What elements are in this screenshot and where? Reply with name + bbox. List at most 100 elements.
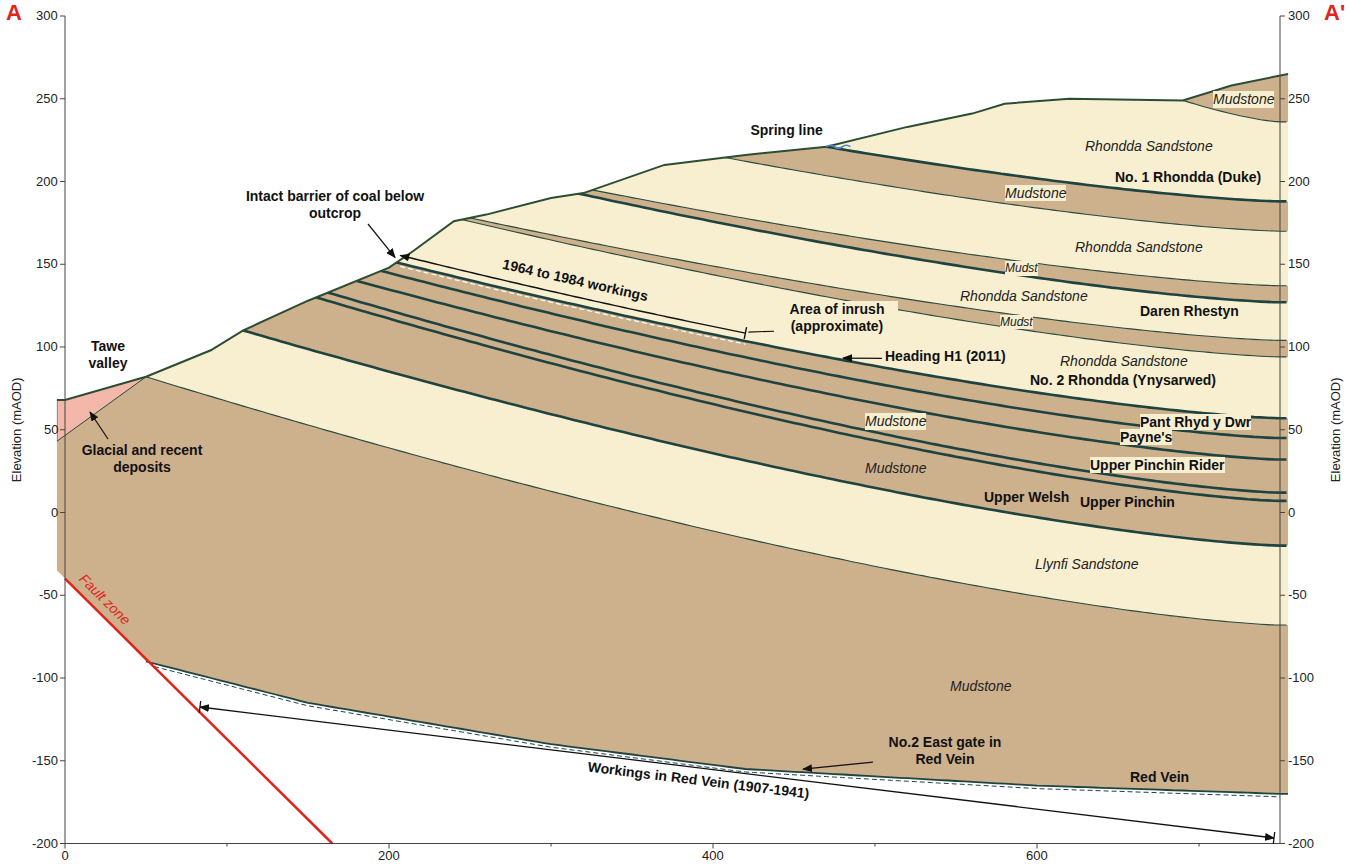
axis-tick-label: -100 [1288,670,1314,686]
seam-label: Upper Pinchin Rider [1090,457,1225,474]
mudstone-band [49,114,1288,357]
rock-label: Mudstone [1005,185,1066,202]
fault-line [65,579,332,844]
leader-line [843,357,882,359]
coal-seam [49,214,1287,501]
extent-arrow [400,255,745,333]
rock-label: Mudst [1005,261,1038,275]
axis-tick [1280,760,1285,761]
axis-tick-label: 200 [36,174,58,190]
axis-tick [60,264,65,265]
section-end-label: A [6,0,22,26]
axis-tick-label: 300 [36,8,58,24]
axis-tick [60,347,65,348]
axis-tick [1280,843,1285,844]
spring-symbol [826,145,850,148]
axis-tick-label: -200 [32,836,58,852]
seam-label: Upper Welsh [984,489,1069,506]
axis-tick-label: 200 [378,848,400,864]
rock-label: Rhondda Sandstone [1075,239,1203,256]
coal-seam [49,272,1287,546]
axis-tick-label: -150 [32,753,58,769]
axis-tick [60,678,65,679]
axis-tick-label: 150 [1288,256,1310,272]
rock-label: Rhondda Sandstone [960,288,1088,305]
axis-tick [1280,347,1285,348]
strata [49,0,1288,860]
fault-label: Fault zone [75,570,133,628]
axis-line [65,843,1280,844]
axis-tick [1280,595,1285,596]
rock-label: Mudstone [1213,91,1274,108]
axis-tick [1280,16,1285,17]
axis-tick [1280,512,1285,513]
callout-label: No.2 East gate in Red Vein [875,734,1015,768]
rock-label: Mudstone [950,678,1011,695]
axis-tick-label: 600 [1026,848,1048,864]
axis-tick [60,760,65,761]
rock-label: Rhondda Sandstone [1085,138,1213,155]
axis-tick [60,16,65,17]
bed-boundary [49,114,1287,357]
bed-boundary [49,0,1287,122]
mudstone-band [49,0,1288,231]
callout-label: Heading H1 (2011) [885,348,1006,365]
axis-tick-label: -50 [1288,587,1307,603]
axis-tick [1280,678,1285,679]
bed-boundary [49,347,1287,626]
axis-tick-label: 300 [1288,8,1310,24]
section-end-label: A' [1324,0,1345,26]
axis-tick-label: 0 [1288,505,1295,521]
axis-tick-label: 200 [1288,174,1310,190]
axis-tick [551,844,552,847]
axis-tick-label: 250 [36,91,58,107]
seam-label: Red Vein [1130,769,1189,786]
axis-tick [227,844,228,847]
leader-line [368,224,395,258]
coal-seam [49,170,1287,418]
axis-tick-label: 100 [1288,339,1310,355]
rock-label: Rhondda Sandstone [1060,353,1188,370]
rock-label: Mudst [1000,315,1033,329]
rock-label: Llynfi Sandstone [1035,556,1139,573]
axis-tick [1199,844,1200,847]
coal-seam [49,179,1287,439]
callout-label: Intact barrier of coal below outcrop [235,188,435,222]
coal-seam [49,192,1287,459]
axis-tick [1280,98,1285,99]
extent-bar [744,327,746,339]
callout-label: Spring line [750,122,822,139]
axis-tick-label: -100 [32,670,58,686]
callout-label: Glacial and recent deposits [72,442,212,476]
axis-tick-label: 50 [44,422,58,438]
seam-label: Daren Rhestyn [1140,303,1239,320]
coal-seam [49,0,1287,201]
mudstone-band [49,0,1288,122]
axis-tick-label: -200 [1288,836,1314,852]
axis-tick [60,429,65,430]
axis-tick-label: 250 [1288,91,1310,107]
axis-tick [875,844,876,847]
axis-tick [1280,429,1285,430]
seam-label: No. 2 Rhondda (Ynysarwed) [1030,372,1216,389]
axis-tick-label: -50 [39,587,58,603]
leader-line [90,412,108,439]
axis-tick [1280,264,1285,265]
leader-line [748,331,774,333]
glacial-deposits [57,377,146,442]
bed-boundary [49,120,1287,340]
seam-label: Upper Pinchin [1080,494,1175,511]
seam-label: Payne's [1120,429,1172,446]
workings-label: Workings in Red Vein (1907-1941) [587,759,810,803]
axis-tick-label: -150 [1288,753,1314,769]
axis-tick-label: 100 [36,339,58,355]
axis-tick-label: 0 [51,505,58,521]
axis-tick [60,181,65,182]
extent-bar [199,701,200,713]
axis-title: Elevation (mAOD) [1327,377,1343,482]
rock-label: Mudstone [865,413,926,430]
coal-seam [49,206,1287,493]
ground-surface [57,74,1288,400]
bed-boundary [49,7,1287,232]
